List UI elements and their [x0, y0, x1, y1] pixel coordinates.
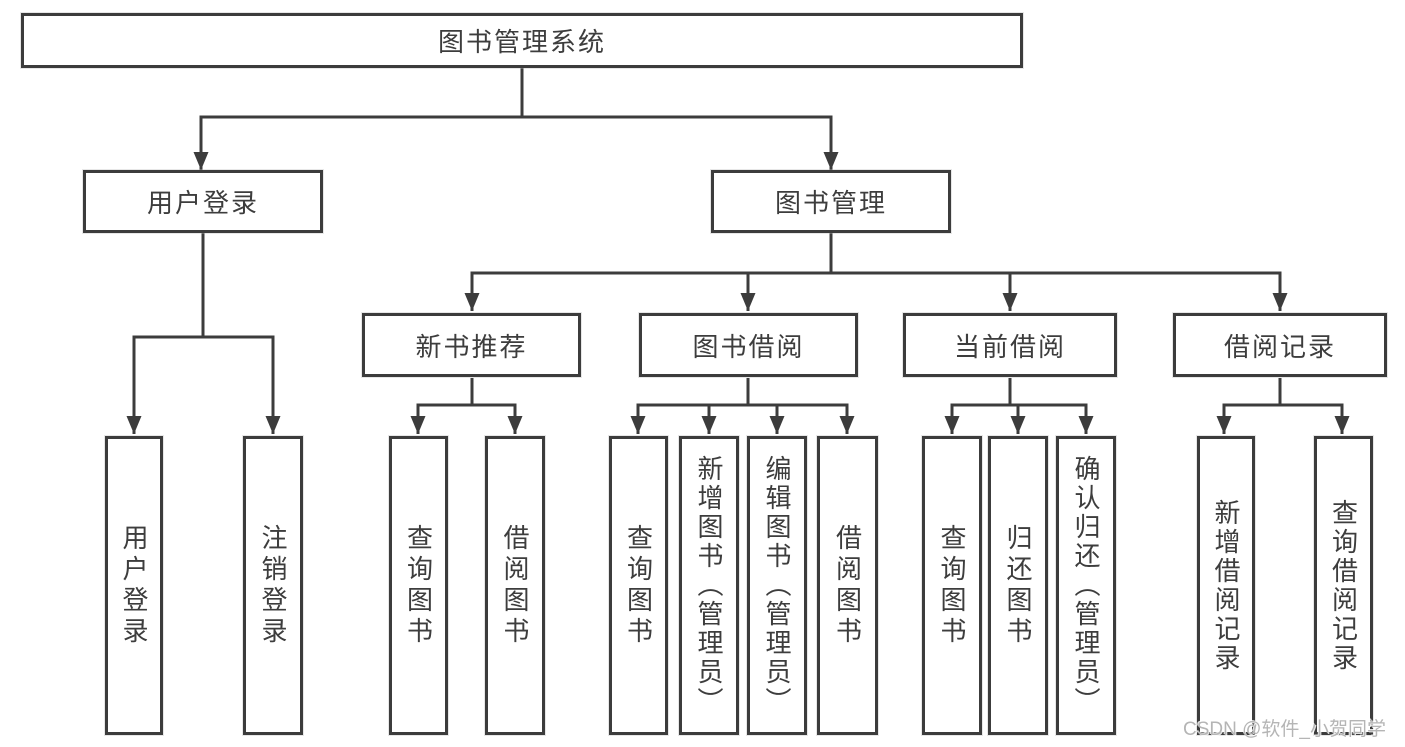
- leaf-current-query-books: 查询图书: [922, 436, 982, 735]
- csdn-watermark: CSDN @软件_小贺同学: [1183, 719, 1386, 740]
- leaf-edit-books-admin: 编辑图书（管理员）: [747, 436, 807, 735]
- leaf-recommend-borrow-books: 借阅图书: [485, 436, 545, 735]
- node-library-management-system: 图书管理系统: [21, 13, 1023, 68]
- node-current-borrowing: 当前借阅: [903, 313, 1117, 377]
- node-book-borrowing: 图书借阅: [639, 313, 858, 377]
- node-user-login-module: 用户登录: [83, 170, 323, 233]
- leaf-add-borrow-record: 新增借阅记录: [1197, 436, 1255, 735]
- leaf-confirm-return-admin: 确认归还（管理员）: [1056, 436, 1116, 735]
- leaf-return-books: 归还图书: [988, 436, 1048, 735]
- node-new-book-recommendation: 新书推荐: [362, 313, 581, 377]
- node-book-management-module: 图书管理: [711, 170, 951, 233]
- leaf-logout: 注销登录: [243, 436, 303, 735]
- leaf-recommend-query-books: 查询图书: [389, 436, 448, 735]
- leaf-borrowing-borrow-books: 借阅图书: [817, 436, 878, 735]
- leaf-add-books-admin: 新增图书（管理员）: [679, 436, 739, 735]
- node-borrowing-records: 借阅记录: [1173, 313, 1387, 377]
- leaf-user-login: 用户登录: [105, 436, 163, 735]
- leaf-borrowing-query-books: 查询图书: [609, 436, 668, 735]
- leaf-query-borrow-record: 查询借阅记录: [1314, 436, 1373, 735]
